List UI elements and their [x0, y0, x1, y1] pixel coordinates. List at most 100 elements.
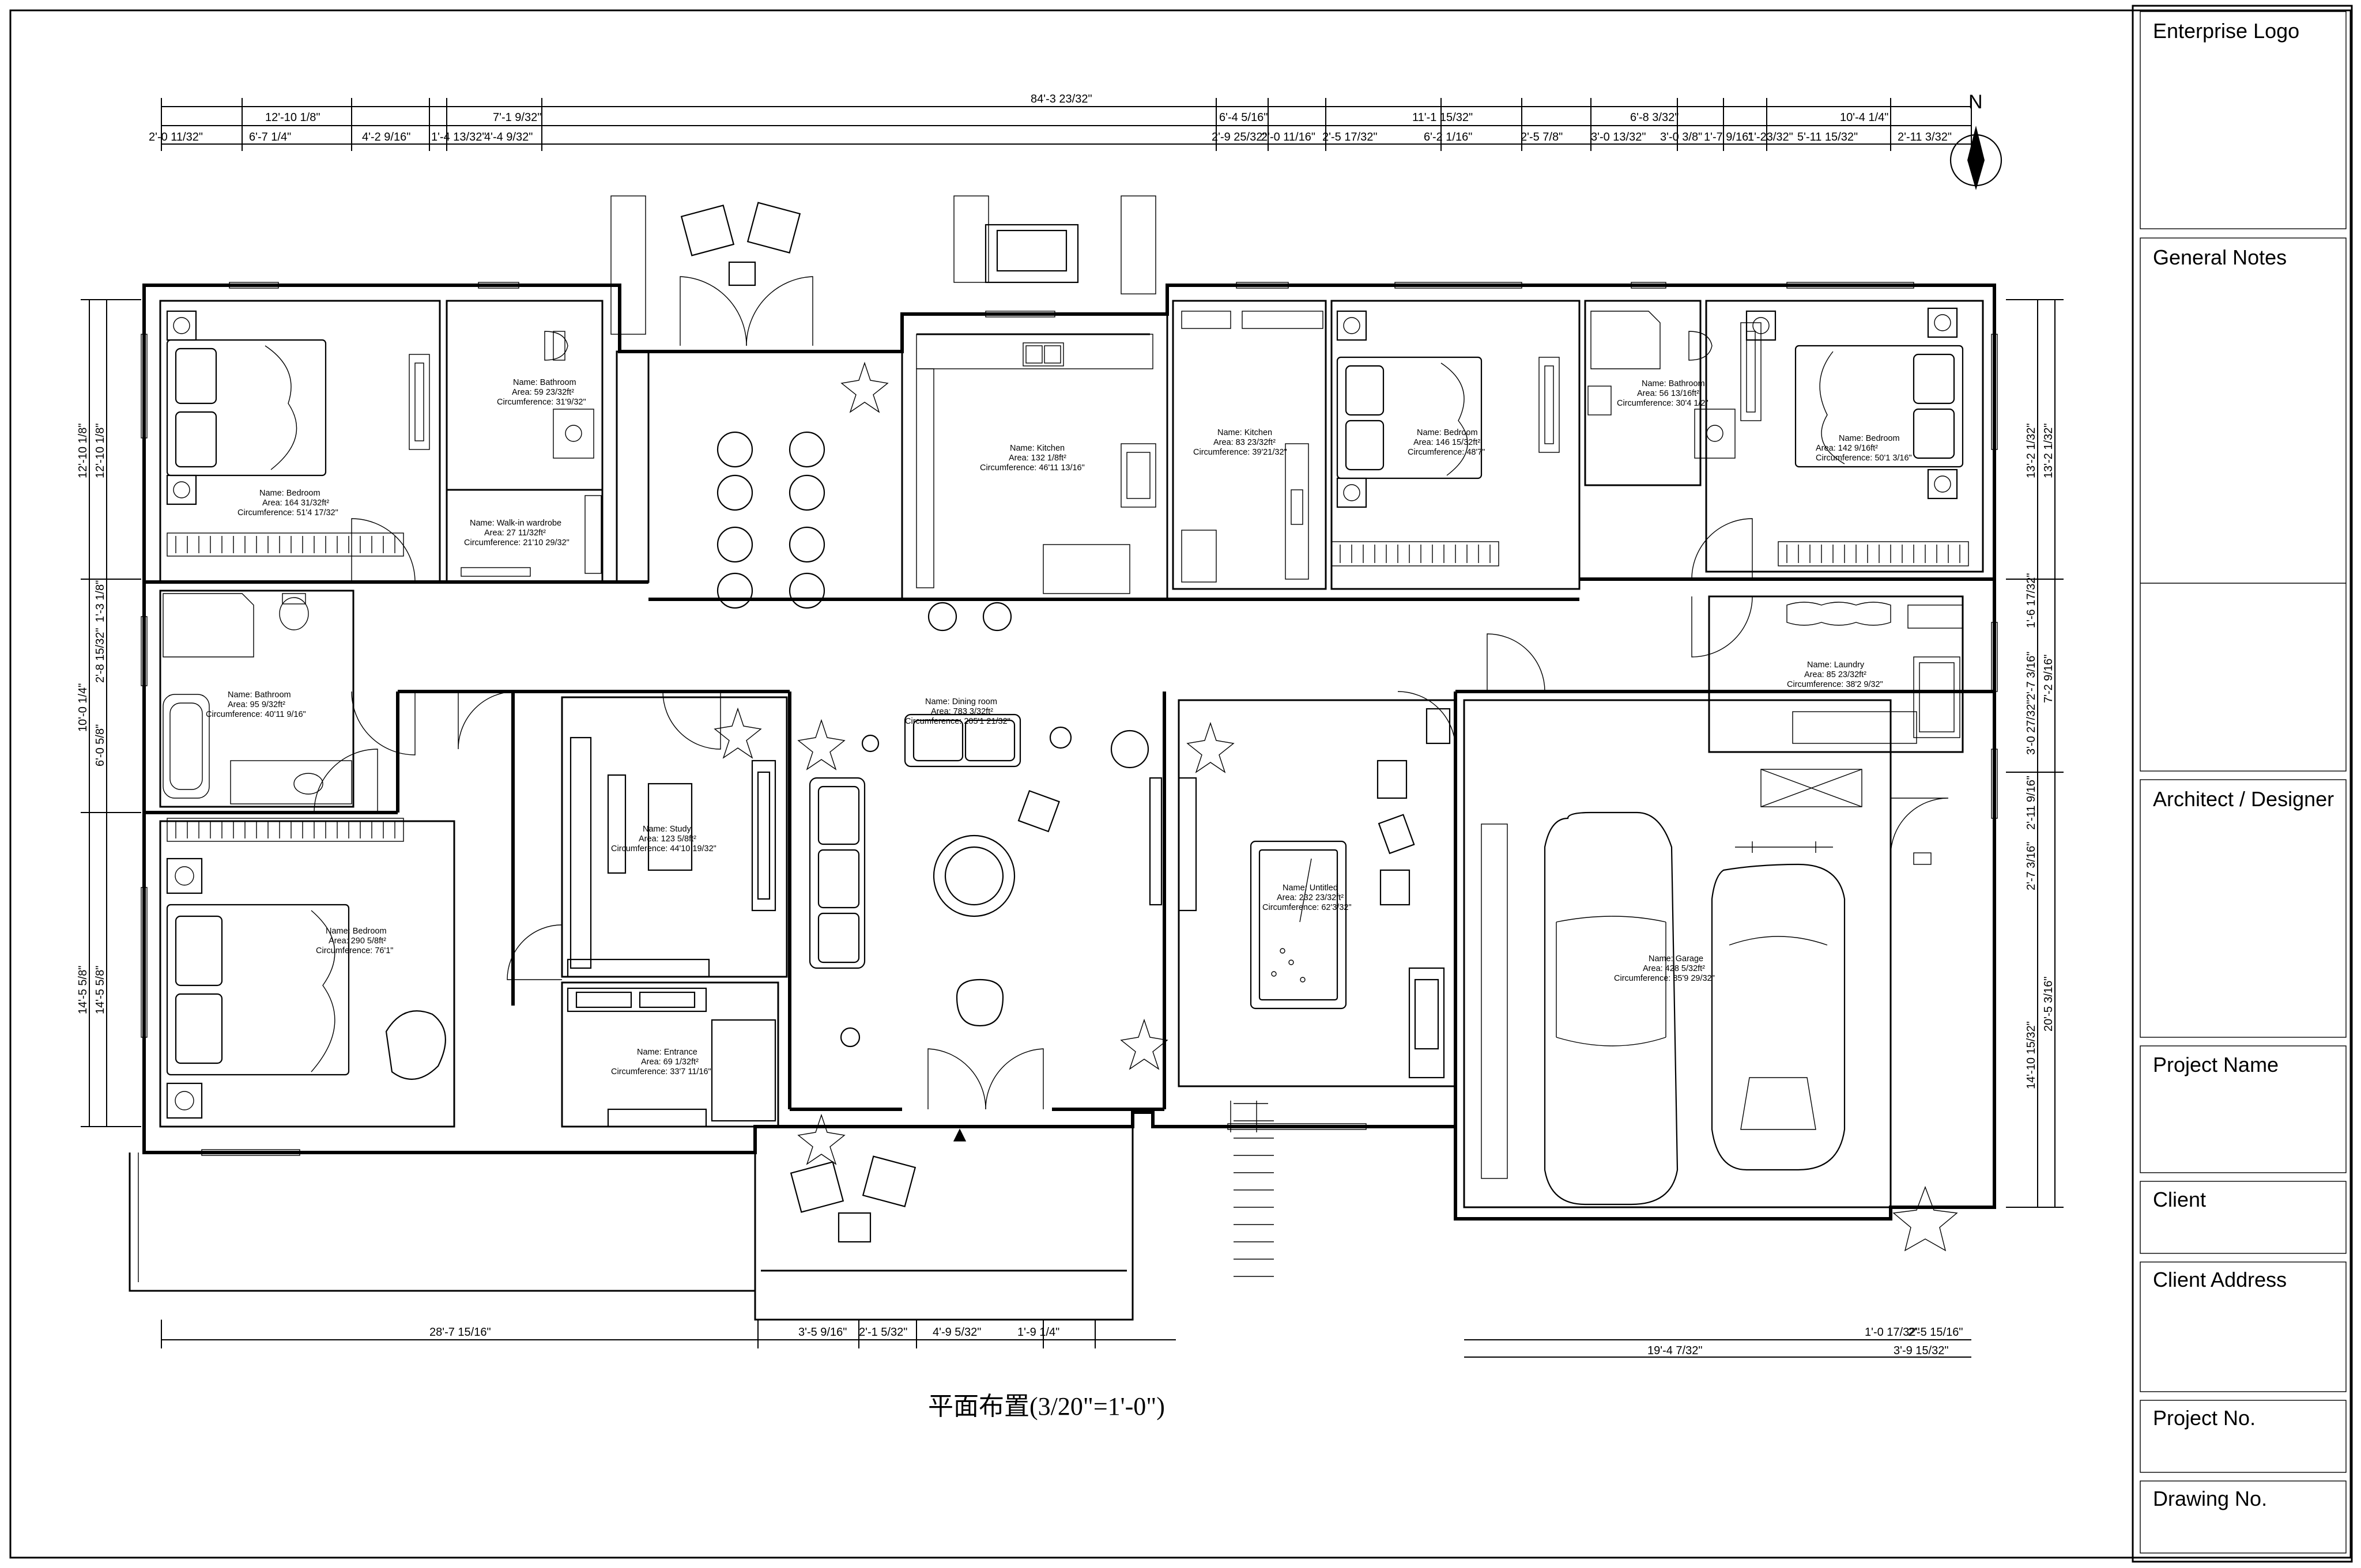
svg-text:Circumference: 38'2 9/32": Circumference: 38'2 9/32" — [1787, 680, 1883, 689]
dim-bottom-r3: 2'-5 15/16" — [1908, 1326, 1963, 1339]
dim-left-i2: 1'-3 1/8" — [94, 580, 107, 622]
svg-text:Area: 132 1/8ft²: Area: 132 1/8ft² — [1009, 454, 1066, 463]
dim-top-r3-16: 2'-11 3/32" — [1898, 131, 1952, 143]
title-block-frame — [2132, 5, 2353, 1563]
dim-top-r3-4: 1'-4 13/32" — [431, 131, 486, 143]
dim-top-r2-2: 7'-1 9/32" — [493, 111, 541, 124]
svg-text:Circumference: 40'11 9/16": Circumference: 40'11 9/16" — [206, 710, 306, 719]
room-label-study: Name: Study Area: 123 5/8ft² Circumferen… — [611, 825, 716, 853]
dim-bottom-l4: 4'-9 5/32" — [933, 1326, 981, 1339]
tb-project-name: Project Name — [2153, 1053, 2279, 1076]
svg-text:Name: Laundry: Name: Laundry — [1807, 660, 1865, 670]
dim-top-r3-3: 4'-2 9/16" — [362, 131, 410, 143]
room-label-bathroom-1: Name: Bathroom Area: 59 23/32ft² Circumf… — [497, 378, 586, 407]
svg-text:Name: Kitchen: Name: Kitchen — [1010, 444, 1065, 453]
tb-cell-notes — [2140, 237, 2347, 772]
tb-cell-project-name — [2140, 1045, 2347, 1173]
dining-chairs — [716, 431, 1012, 632]
svg-text:Name: Bathroom: Name: Bathroom — [228, 690, 291, 700]
car-icon — [1544, 811, 1679, 1206]
svg-text:Circumference: 62'3/32": Circumference: 62'3/32" — [1262, 903, 1352, 912]
svg-text:Area: 95 9/32ft²: Area: 95 9/32ft² — [228, 700, 285, 709]
dim-left-i5: 14'-5 5/8" — [94, 966, 107, 1014]
dim-bottom-l3: 2'-1 5/32" — [859, 1326, 907, 1339]
svg-text:Name: Walk-in wardrobe: Name: Walk-in wardrobe — [470, 519, 561, 528]
svg-text:Area: 59 23/32ft²: Area: 59 23/32ft² — [512, 388, 574, 397]
dim-left-i4: 6'-0 5/8" — [94, 724, 107, 766]
dim-top-r3-14: 1'-23/32" — [1748, 131, 1793, 143]
svg-text:Name: Entrance: Name: Entrance — [637, 1048, 697, 1057]
dim-right-i3: 2'-7 3/16" — [2025, 652, 2038, 700]
bed-icon — [166, 857, 446, 1119]
tb-cell-logo — [2140, 11, 2347, 229]
dimensions-top: 84'-3 23/32" 12'-10 1/8" 7'-1 9/32" 6'-4… — [149, 93, 1972, 151]
dim-overall: 84'-3 23/32" — [1031, 93, 1092, 105]
wardrobe — [167, 532, 1969, 842]
svg-text:Circumference: 21'10 29/32": Circumference: 21'10 29/32" — [464, 538, 569, 547]
svg-text:Area: 83 23/32ft²: Area: 83 23/32ft² — [1213, 438, 1276, 447]
sheet-border — [9, 9, 2352, 1559]
dim-top-r3-6: 2'-9 25/32" — [1212, 131, 1266, 143]
room-label-bedroom-1: Name: Bedroom Area: 164 31/32ft² Circumf… — [237, 489, 338, 517]
dim-left-i3: 2'-8 15/32" — [94, 628, 107, 683]
dim-top-r3-7: 2'-0 11/16" — [1261, 131, 1315, 143]
svg-text:Area: 85 23/32ft²: Area: 85 23/32ft² — [1804, 670, 1866, 679]
room-label-walk-in-wardrobe: Name: Walk-in wardrobe Area: 27 11/32ft²… — [464, 519, 569, 547]
tb-general-notes: General Notes — [2153, 245, 2287, 269]
dim-top-r2-6: 10'-4 1/4" — [1840, 111, 1888, 124]
dim-top-r3-2: 6'-7 1/4" — [249, 131, 291, 143]
svg-text:Name: Kitchen: Name: Kitchen — [1217, 428, 1272, 437]
dim-top-r3-10: 2'-5 7/8" — [1521, 131, 1563, 143]
dim-top-r3-11: 3'-0 13/32" — [1591, 131, 1646, 143]
dim-top-r3-12: 3'-0 3/8" — [1660, 131, 1702, 143]
furniture — [163, 195, 1969, 1277]
tb-cell-client-address — [2140, 1261, 2347, 1392]
bed-icon — [1745, 307, 1964, 500]
svg-text:Area: 123 5/8ft²: Area: 123 5/8ft² — [639, 834, 696, 844]
dim-bottom-l5: 1'-9 1/4" — [1017, 1326, 1059, 1339]
dim-right-o3: 20'-5 3/16" — [2042, 977, 2055, 1032]
building-walls — [129, 276, 1998, 1321]
svg-text:Area: 290 5/8ft²: Area: 290 5/8ft² — [329, 936, 386, 946]
dim-top-r2-3: 6'-4 5/16" — [1219, 111, 1268, 124]
dimensions-left: 12'-10 1/8" 10'-0 1/4" 14'-5 5/8" 12'-10… — [77, 299, 141, 1127]
dim-top-r3-15: 5'-11 15/32" — [1797, 131, 1858, 143]
dim-right-i2: 1'-6 17/32" — [2025, 573, 2038, 628]
tb-project-no: Project No. — [2153, 1406, 2256, 1430]
svg-text:Name: Bathroom: Name: Bathroom — [513, 378, 576, 387]
room-label-bedroom-3: Name: Bedroom Area: 142 9/16ft² Circumfe… — [1816, 434, 1912, 463]
dim-top-r3-1: 2'-0 11/32" — [149, 131, 203, 143]
svg-text:Name: Bathroom: Name: Bathroom — [1642, 379, 1705, 388]
tb-client: Client — [2153, 1188, 2206, 1211]
svg-text:Circumference: 50'1 3/16": Circumference: 50'1 3/16" — [1816, 454, 1912, 463]
car-icon — [1711, 841, 1846, 1171]
dim-left-o3: 14'-5 5/8" — [77, 966, 89, 1014]
dim-right-i5: 2'-11 9/16" — [2025, 776, 2038, 830]
plan-title: 平面布置(3/20"=1'-0") — [928, 1392, 1165, 1420]
bed-icon — [166, 310, 327, 505]
bed-icon — [1336, 310, 1483, 508]
laundry-fixtures — [1786, 602, 1963, 744]
room-label-bathroom-3: Name: Bathroom Area: 56 13/16ft² Circumf… — [1617, 379, 1708, 408]
svg-text:Name: Study: Name: Study — [643, 825, 692, 834]
tb-cell-client — [2140, 1181, 2347, 1254]
pool-table — [1178, 708, 1451, 1079]
svg-text:Area: 146 15/32ft²: Area: 146 15/32ft² — [1413, 438, 1480, 447]
room-label-entrance: Name: Entrance Area: 69 1/32ft² Circumfe… — [611, 1048, 711, 1076]
dim-top-r3-13: 1'-7 9/16" — [1704, 131, 1752, 143]
title-block: Enterprise Logo General Notes Architect … — [2132, 5, 2353, 1563]
dimensions-right: 13'-2 1/32" 7'-2 9/16" 20'-5 3/16" 13'-2… — [2006, 299, 2064, 1208]
room-label-dining-room: Name: Dining room Area: 783 3/32ft² Circ… — [905, 697, 1010, 726]
tb-architect: Architect / Designer — [2153, 787, 2334, 811]
svg-text:Name: Dining room: Name: Dining room — [925, 697, 997, 706]
svg-text:Circumference: 48'7": Circumference: 48'7" — [1408, 448, 1485, 457]
room-label-bedroom-4: Name: Bedroom Area: 290 5/8ft² Circumfer… — [316, 927, 393, 955]
tb-enterprise-logo: Enterprise Logo — [2153, 19, 2299, 43]
plant-icon — [610, 195, 1958, 1252]
north-label: N — [1968, 91, 1983, 113]
garage-storage — [1481, 769, 1932, 1179]
svg-text:Circumference: 205'1 21/32": Circumference: 205'1 21/32" — [905, 717, 1010, 726]
dim-left-o1: 12'-10 1/8" — [77, 424, 89, 478]
dim-bottom-r2: 1'-0 17/32" — [1865, 1326, 1919, 1339]
